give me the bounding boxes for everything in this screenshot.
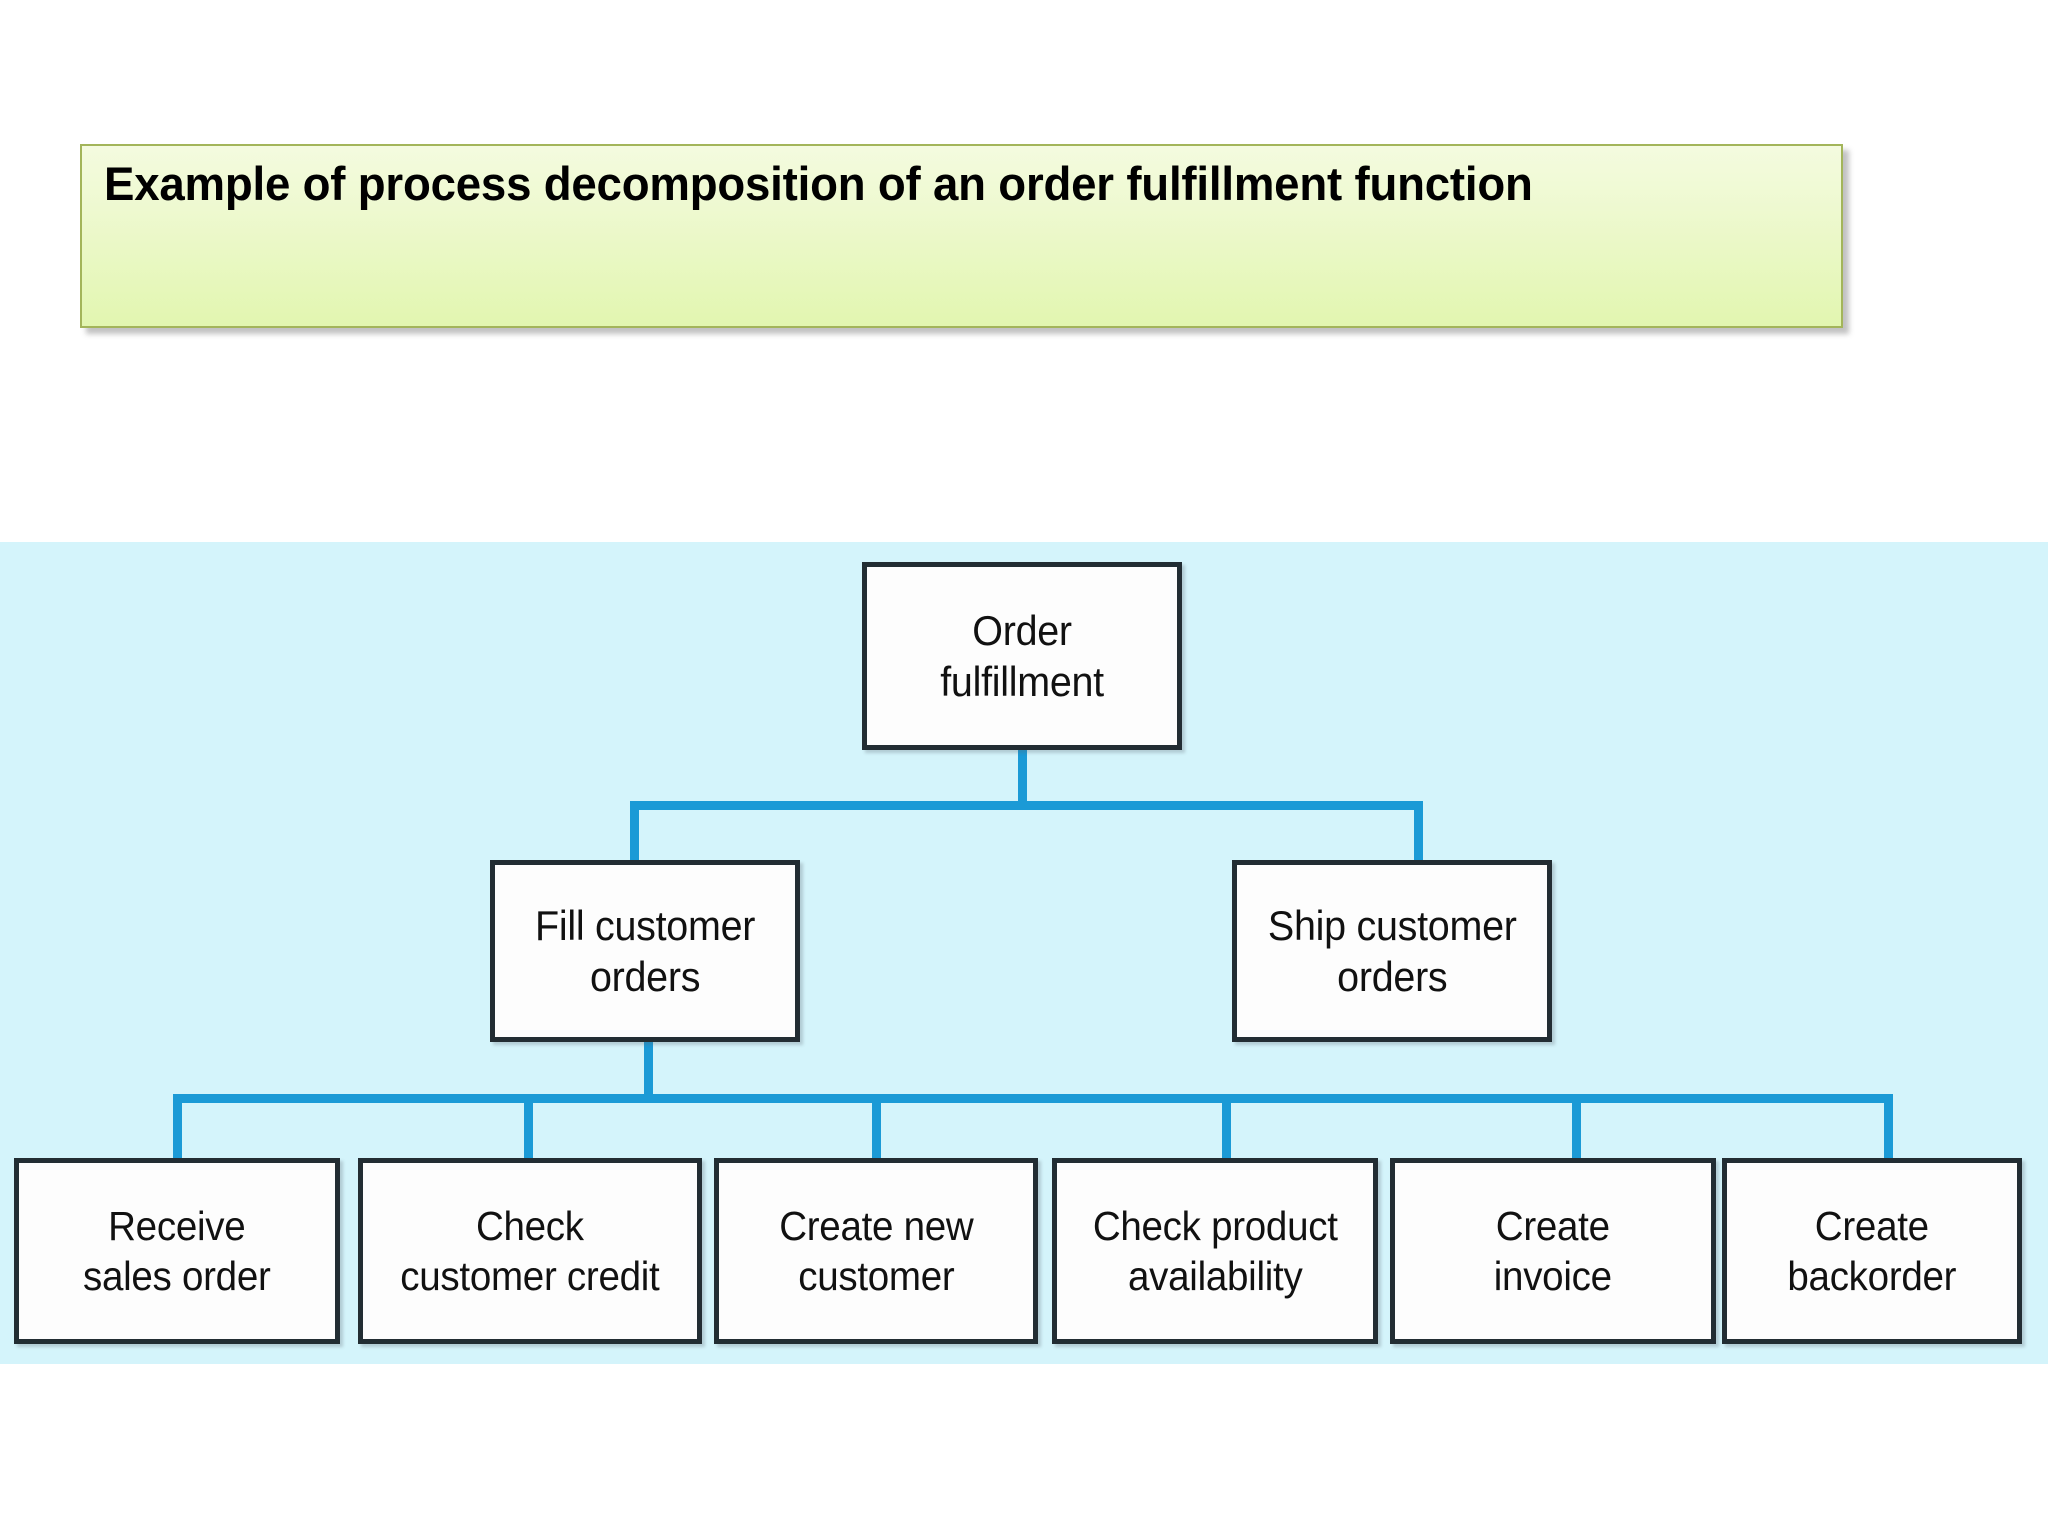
node-ship-customer-orders[interactable]: Ship customer orders — [1232, 860, 1552, 1042]
connector-root-stem — [1018, 748, 1027, 810]
connector-level2-bus — [630, 801, 1423, 810]
node-create-backorder-line1: Create — [1814, 1202, 1929, 1249]
node-create-backorder[interactable]: Create backorder — [1722, 1158, 2022, 1344]
node-check-product-availability-line1: Check product — [1092, 1202, 1338, 1249]
node-check-customer-credit-label: Check customer credit — [400, 1201, 660, 1301]
connector-drop-check-product-availability — [1222, 1094, 1231, 1160]
node-receive-sales-order[interactable]: Receive sales order — [14, 1158, 340, 1344]
node-receive-sales-order-line1: Receive — [108, 1202, 246, 1249]
node-fill-customer-orders-label: Fill customer orders — [535, 900, 755, 1002]
connector-drop-receive-sales-order — [173, 1094, 182, 1160]
connector-drop-check-customer-credit — [524, 1094, 533, 1160]
diagram-panel: Order fulfillment Fill customer orders S… — [0, 542, 2048, 1364]
node-create-backorder-label: Create backorder — [1788, 1201, 1957, 1301]
node-order-fulfillment-line1: Order — [972, 606, 1072, 654]
node-create-invoice-line2: invoice — [1494, 1253, 1612, 1299]
title-banner: Example of process decomposition of an o… — [80, 144, 1843, 328]
node-check-product-availability-line2: availability — [1127, 1253, 1303, 1299]
node-order-fulfillment-label: Order fulfillment — [940, 605, 1104, 707]
node-create-invoice[interactable]: Create invoice — [1390, 1158, 1716, 1344]
node-create-invoice-line1: Create — [1495, 1202, 1610, 1249]
node-create-new-customer-label: Create new customer — [778, 1201, 974, 1301]
node-receive-sales-order-line2: sales order — [83, 1253, 271, 1299]
connector-fill-orders-stem — [644, 1040, 653, 1102]
node-check-customer-credit-line2: customer credit — [400, 1253, 660, 1299]
connector-drop-ship-customer-orders — [1414, 801, 1423, 863]
node-ship-customer-orders-label: Ship customer orders — [1268, 900, 1517, 1002]
node-order-fulfillment-line2: fulfillment — [940, 658, 1104, 705]
node-receive-sales-order-label: Receive sales order — [83, 1201, 271, 1301]
node-fill-customer-orders-line1: Fill customer — [534, 901, 756, 949]
connector-drop-create-backorder — [1884, 1094, 1893, 1160]
node-create-new-customer-line1: Create new — [778, 1202, 974, 1249]
node-order-fulfillment[interactable]: Order fulfillment — [862, 562, 1182, 750]
node-check-customer-credit[interactable]: Check customer credit — [358, 1158, 702, 1344]
node-create-invoice-label: Create invoice — [1494, 1201, 1612, 1301]
node-check-product-availability-label: Check product availability — [1093, 1201, 1338, 1301]
page-title: Example of process decomposition of an o… — [104, 157, 1533, 210]
node-fill-customer-orders-line2: orders — [589, 953, 701, 1000]
node-create-new-customer-line2: customer — [797, 1253, 955, 1299]
connector-level3-bus — [173, 1094, 1893, 1103]
node-check-customer-credit-line1: Check — [476, 1202, 584, 1249]
connector-drop-create-new-customer — [872, 1094, 881, 1160]
node-check-product-availability[interactable]: Check product availability — [1052, 1158, 1378, 1344]
connector-drop-fill-customer-orders — [630, 801, 639, 863]
node-ship-customer-orders-line1: Ship customer — [1267, 901, 1517, 949]
connector-drop-create-invoice — [1572, 1094, 1581, 1160]
node-ship-customer-orders-line2: orders — [1336, 953, 1448, 1000]
node-fill-customer-orders[interactable]: Fill customer orders — [490, 860, 800, 1042]
node-create-new-customer[interactable]: Create new customer — [714, 1158, 1038, 1344]
node-create-backorder-line2: backorder — [1787, 1253, 1957, 1299]
